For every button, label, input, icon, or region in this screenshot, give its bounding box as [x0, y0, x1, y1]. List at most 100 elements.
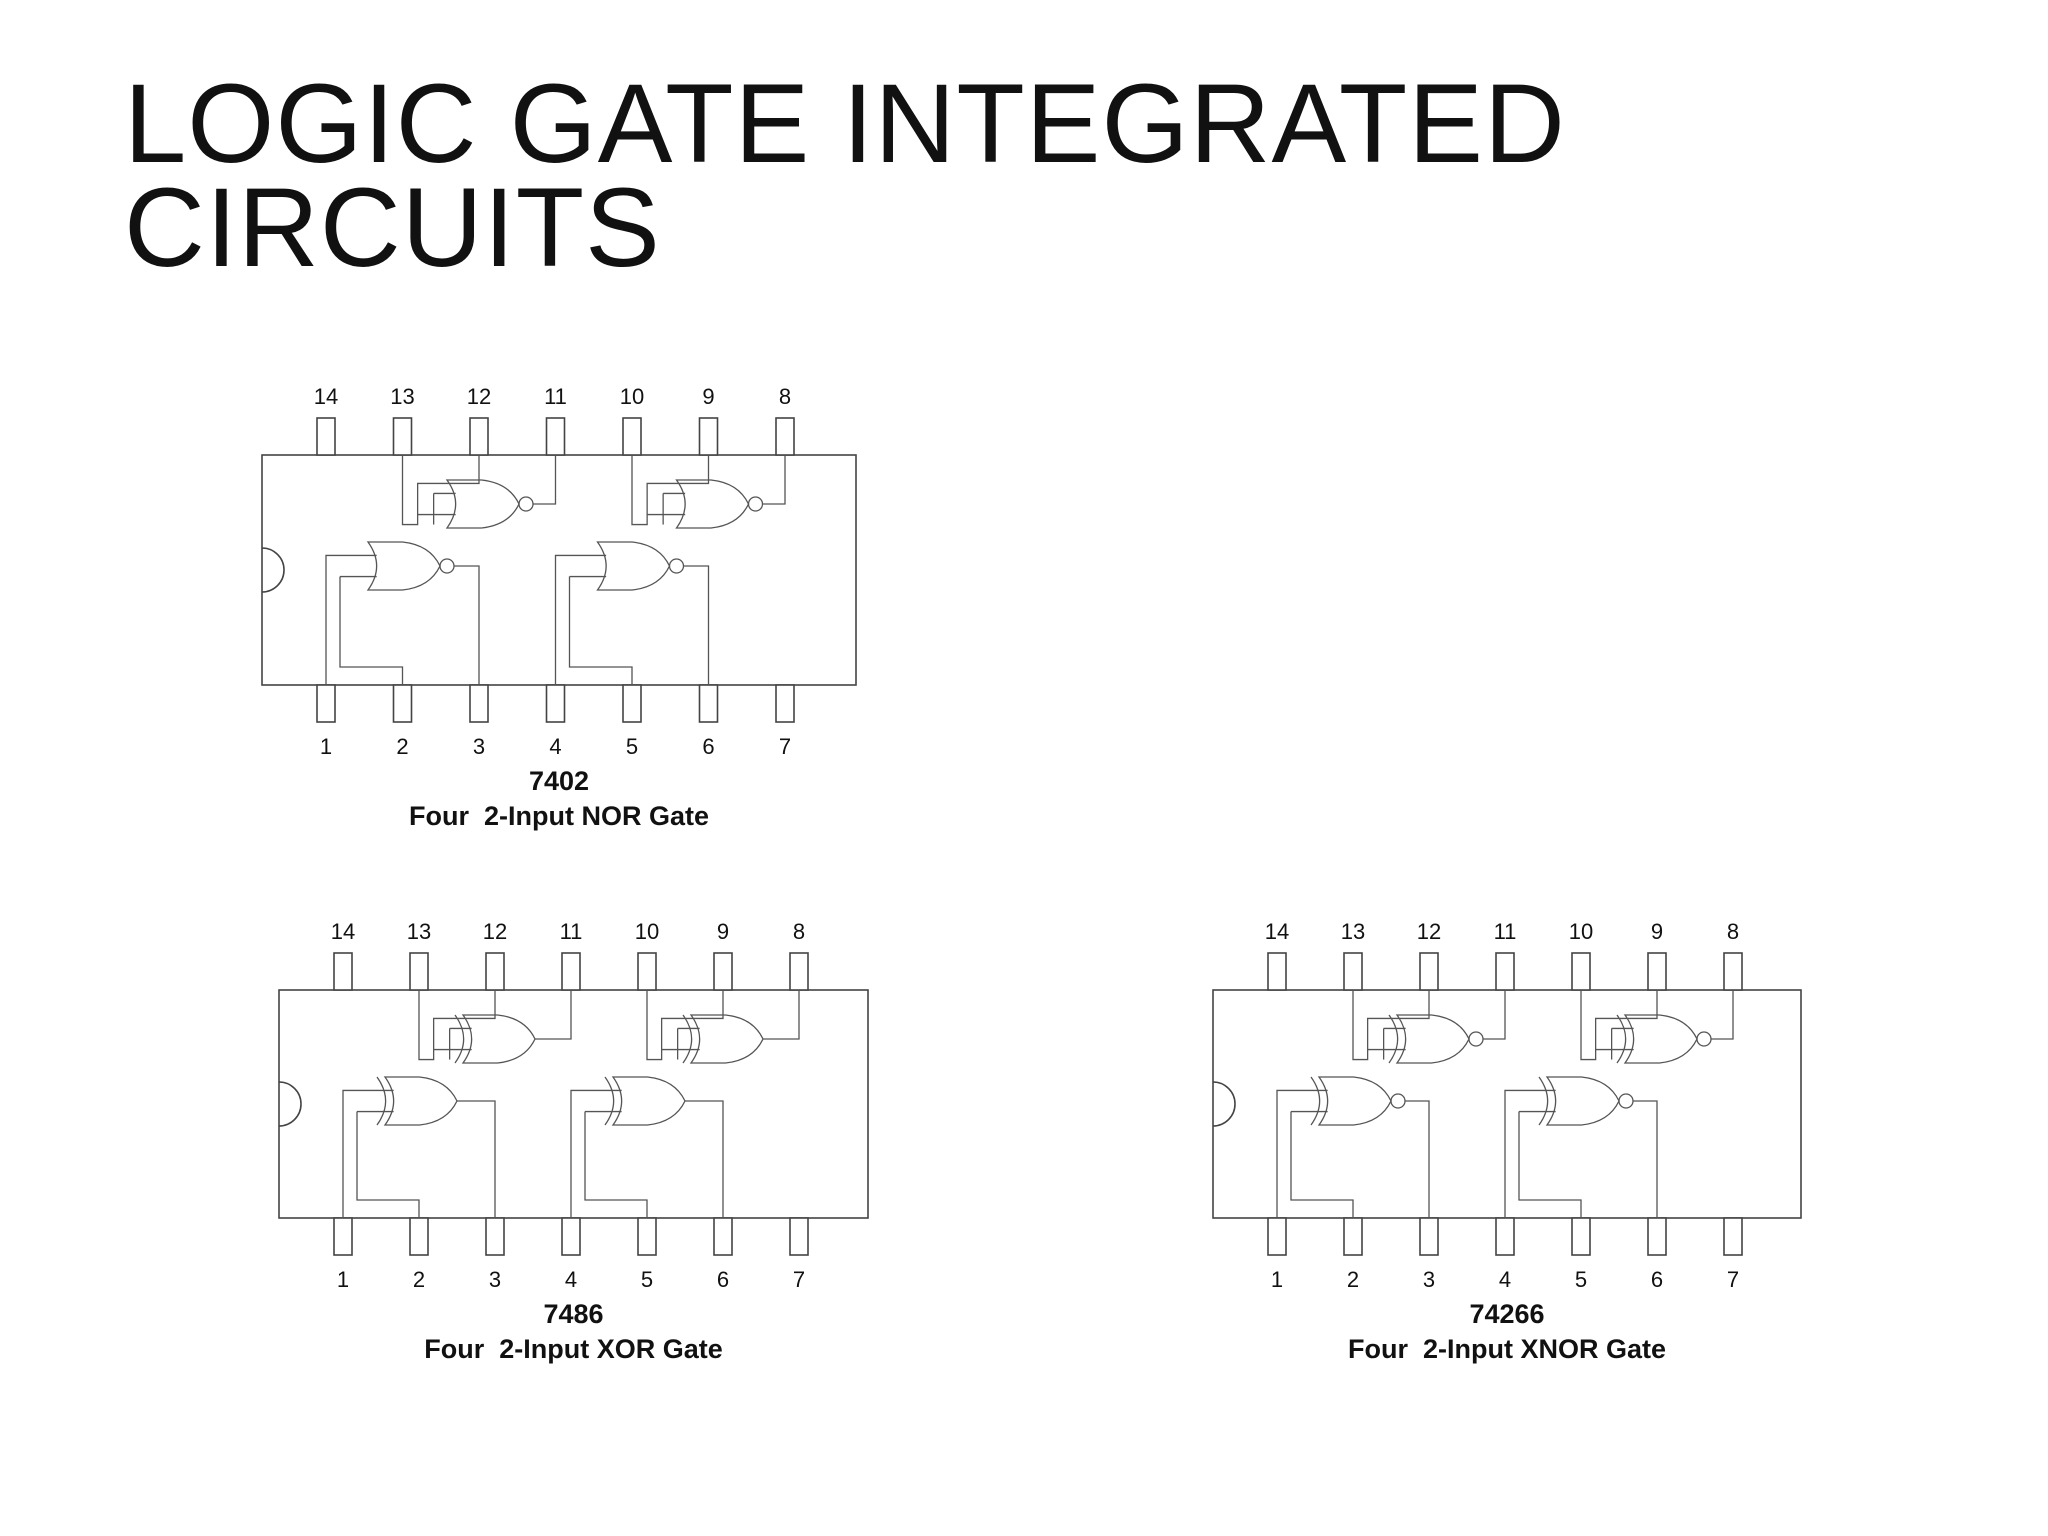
part-description: Four 2-Input XNOR Gate: [1348, 1334, 1666, 1364]
top-pin: [469, 417, 489, 456]
gate-wire: [1711, 990, 1734, 1040]
pin-number-top: 10: [620, 384, 644, 409]
bottom-pin: [789, 1217, 809, 1256]
gate-wire: [339, 576, 404, 685]
pin-number-bottom: 2: [396, 734, 408, 759]
xnor-gate-3-3-input-arc: [1310, 1076, 1321, 1126]
xor-gate-2-3-input-arc: [376, 1076, 387, 1126]
pin-number-top: 11: [544, 384, 567, 409]
part-number: 7486: [543, 1299, 603, 1329]
pin-number-bottom: 5: [1575, 1267, 1587, 1292]
bottom-pin: [1267, 1217, 1287, 1256]
xnor-gate-3-1-inversion-bubble: [1468, 1031, 1484, 1047]
nor-gate-1-3-inversion-bubble: [439, 558, 455, 574]
top-pin: [713, 952, 733, 991]
pin-number-top: 12: [483, 919, 507, 944]
pin-number-bottom: 1: [320, 734, 332, 759]
chip-body: [261, 454, 857, 686]
xnor-gate-3-1-input-arc: [1388, 1014, 1399, 1064]
pin-number-bottom: 4: [565, 1267, 577, 1292]
pin-number-bottom: 7: [1727, 1267, 1739, 1292]
pin-number-top: 12: [467, 384, 491, 409]
top-pin: [561, 952, 581, 991]
xor-gate-2-1-body: [461, 1014, 536, 1064]
xor-gate-2-3-body: [383, 1076, 458, 1126]
gate-wire: [1633, 1100, 1658, 1218]
chip-notch: [278, 1081, 302, 1127]
pin-number-top: 14: [1265, 919, 1289, 944]
pin-number-top: 14: [314, 384, 338, 409]
nor-gate-1-1-body: [445, 479, 520, 529]
bottom-pin: [1647, 1217, 1667, 1256]
part-number: 7402: [529, 766, 589, 796]
pin-number-top: 11: [1494, 919, 1517, 944]
pin-number-top: 12: [1417, 919, 1441, 944]
xor-gate-2-2-input-arc: [682, 1014, 693, 1064]
xnor-gate-3-3-inversion-bubble: [1390, 1093, 1406, 1109]
top-pin: [1647, 952, 1667, 991]
title-line-1: LOGIC GATE INTEGRATED: [124, 61, 1566, 186]
top-pin: [392, 417, 413, 456]
gate-wire: [356, 1111, 420, 1218]
gate-wire: [762, 455, 786, 505]
bottom-pin: [333, 1217, 353, 1256]
pin-number-bottom: 3: [473, 734, 485, 759]
bottom-pin: [485, 1217, 505, 1256]
pin-number-top: 8: [779, 384, 791, 409]
xor-gate-2-4-body: [611, 1076, 686, 1126]
pin-number-bottom: 2: [1347, 1267, 1359, 1292]
part-description: Four 2-Input NOR Gate: [409, 801, 709, 831]
top-pin: [789, 952, 809, 991]
xor-gate-2-4-input-arc: [604, 1076, 615, 1126]
gate-wire: [1483, 990, 1506, 1040]
part-number: 74266: [1469, 1299, 1544, 1329]
chip-notch: [1212, 1081, 1236, 1127]
pin-number-top: 11: [560, 919, 583, 944]
pin-number-bottom: 1: [1271, 1267, 1283, 1292]
pin-number-bottom: 3: [489, 1267, 501, 1292]
xnor-gate-3-4-input-arc: [1538, 1076, 1549, 1126]
gate-wire: [535, 990, 572, 1040]
xnor-gate-3-4-body: [1545, 1076, 1620, 1126]
nor-gate-1-2-inversion-bubble: [747, 496, 764, 512]
gate-wire: [1276, 1089, 1328, 1218]
top-pin: [1495, 952, 1515, 991]
nor-gate-1-2-body: [675, 479, 750, 529]
pin-number-bottom: 6: [717, 1267, 729, 1292]
top-pin: [698, 417, 719, 456]
top-pin: [1267, 952, 1287, 991]
pin-number-bottom: 1: [337, 1267, 349, 1292]
xor-gate-2-2-body: [689, 1014, 764, 1064]
top-pin: [316, 417, 336, 456]
pin-number-bottom: 7: [793, 1267, 805, 1292]
pin-number-bottom: 4: [1499, 1267, 1511, 1292]
bottom-pin: [316, 684, 336, 723]
gate-wire: [325, 554, 377, 685]
gate-wire: [1580, 990, 1658, 1061]
top-pin: [485, 952, 505, 991]
gate-wire: [457, 1100, 496, 1218]
chip-body: [278, 989, 869, 1219]
pin-number-bottom: 2: [413, 1267, 425, 1292]
bottom-pin: [1571, 1217, 1591, 1256]
nor-gate-1-4-inversion-bubble: [668, 558, 685, 574]
top-pin: [622, 417, 642, 456]
slide-title: LOGIC GATE INTEGRATED CIRCUITS: [124, 61, 1566, 284]
pin-number-bottom: 4: [549, 734, 561, 759]
bottom-pin: [1419, 1217, 1439, 1256]
gate-wire: [1352, 990, 1430, 1061]
gate-wire: [584, 1111, 648, 1218]
gate-wire: [763, 990, 800, 1040]
gate-wire: [570, 1089, 622, 1218]
top-pin: [409, 952, 429, 991]
xnor-gate-3-2-input-arc: [1616, 1014, 1627, 1064]
gate-wire: [685, 1100, 724, 1218]
pin-number-top: 8: [1727, 919, 1739, 944]
bottom-pin: [1723, 1217, 1743, 1256]
gate-wire: [401, 455, 480, 526]
gate-wire: [533, 455, 557, 505]
